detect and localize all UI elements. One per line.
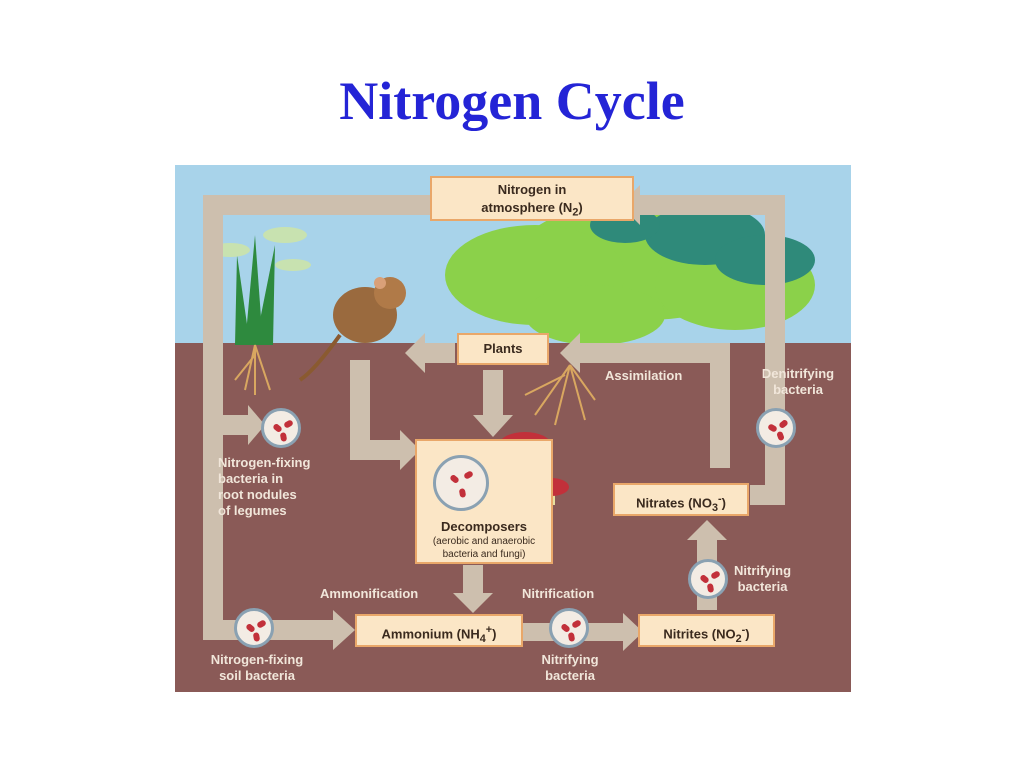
- nitrates-box: Nitrates (NO3-): [613, 483, 749, 516]
- decomposer-bacteria-icon: [433, 455, 489, 511]
- decomposers-line1: (aerobic and anaerobic: [432, 536, 536, 547]
- ammonium-box: Ammonium (NH4+): [355, 614, 523, 647]
- nitrifying-bacteria-upper-icon: [688, 559, 728, 599]
- nitrites-box: Nitrites (NO2-): [638, 614, 775, 647]
- legume-roots: [234, 344, 271, 395]
- decomposers-line2: bacteria and fungi): [442, 549, 526, 560]
- atmosphere-box: Nitrogen in atmosphere (N2): [430, 176, 634, 221]
- decomposers-box: Decomposers (aerobic and anaerobic bacte…: [415, 439, 553, 564]
- atmosphere-line1: Nitrogen in: [497, 182, 567, 197]
- decomposers-title: Decomposers: [441, 519, 527, 534]
- legume-bacteria-icon: [261, 408, 301, 448]
- slide-title: Nitrogen Cycle: [339, 71, 685, 131]
- nitrification-label: Nitrification: [522, 586, 595, 601]
- atmosphere-line2: atmosphere (N2): [481, 200, 583, 219]
- nitrifying-upper-label: Nitrifying bacteria: [734, 563, 792, 594]
- nitrifying-lower-label: Nitrifying bacteria: [541, 652, 599, 683]
- soil-bacteria-label: Nitrogen-fixing soil bacteria: [210, 652, 304, 683]
- ammonification-label: Ammonification: [320, 586, 419, 601]
- tree-roots: [524, 364, 596, 426]
- legume-plant: [210, 227, 311, 345]
- soil-bacteria-icon: [234, 608, 274, 648]
- legume-bacteria-label: Nitrogen-fixing bacteria in root nodules…: [218, 455, 311, 518]
- nitrogen-cycle-diagram: Nitrogen in atmosphere (N2) Plants Assim…: [175, 165, 851, 692]
- plants-box: Plants: [457, 333, 549, 365]
- denitrifying-bacteria-icon: [756, 408, 796, 448]
- nitrifying-bacteria-lower-icon: [549, 608, 589, 648]
- denitrifying-label: Denitrifying bacteria: [761, 366, 835, 397]
- mouse-illustration: [298, 277, 406, 382]
- assimilation-label: Assimilation: [605, 368, 683, 383]
